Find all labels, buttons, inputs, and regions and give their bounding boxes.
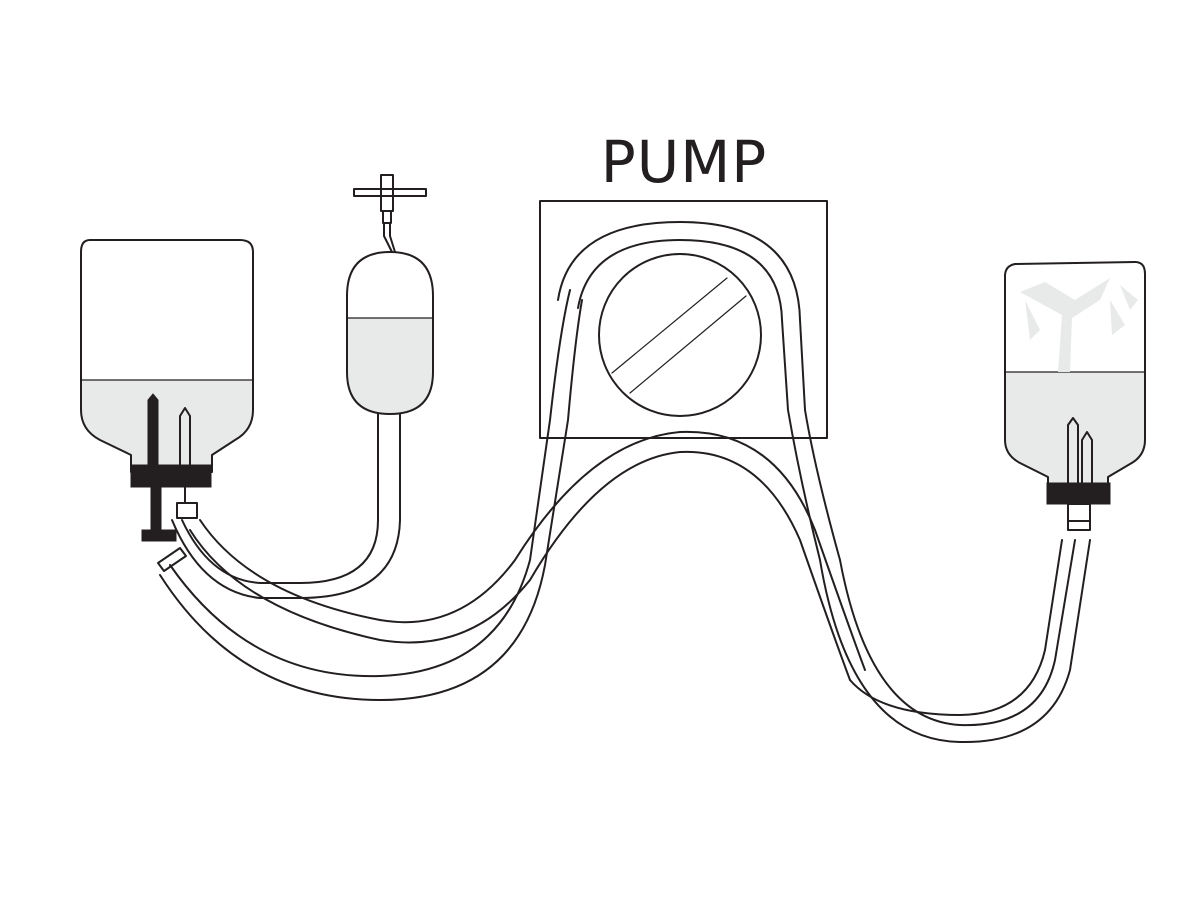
source-vent-tube bbox=[179, 407, 191, 469]
pump-housing bbox=[539, 200, 828, 439]
receiving-vent bbox=[1081, 431, 1093, 489]
source-cap bbox=[130, 464, 212, 488]
receiving-bag bbox=[1004, 261, 1146, 531]
filter-body bbox=[380, 174, 394, 212]
pump-inflow-tube-a bbox=[169, 289, 571, 678]
source-vent-connector bbox=[176, 502, 198, 519]
outlet-clamp bbox=[157, 547, 187, 572]
rotor-stripe-2 bbox=[629, 295, 747, 394]
pump-loop-outer bbox=[557, 221, 841, 561]
inflow-jet-spray bbox=[1025, 285, 1138, 340]
vent-tube-outer bbox=[181, 413, 379, 584]
receiving-spike-stem bbox=[1067, 503, 1091, 531]
return-tube-b bbox=[199, 430, 866, 671]
filter-drip-line bbox=[383, 222, 396, 253]
source-bag bbox=[80, 239, 254, 572]
receiving-cap bbox=[1046, 482, 1111, 505]
tubing bbox=[159, 221, 1091, 744]
outflow-tube-a bbox=[839, 539, 1076, 727]
source-spike bbox=[147, 393, 159, 469]
outflow-tube-c bbox=[849, 539, 1063, 716]
pump-label: PUMP bbox=[600, 128, 768, 196]
pump-loop-inner bbox=[577, 239, 821, 561]
rotor-stripe-1 bbox=[611, 277, 728, 374]
source-bag-outline bbox=[80, 239, 254, 473]
pump-rotor bbox=[598, 253, 762, 417]
receiving-spike bbox=[1067, 417, 1079, 489]
inflow-jet bbox=[1020, 278, 1110, 372]
source-spike-stem bbox=[150, 486, 162, 532]
outflow-tube-b bbox=[819, 539, 1091, 744]
return-tube-a bbox=[189, 450, 851, 681]
receiving-bag-liquid bbox=[1005, 372, 1145, 488]
pump-inflow-tube-b bbox=[159, 299, 583, 701]
filter-cap bbox=[353, 188, 427, 197]
chamber-liquid bbox=[347, 318, 433, 414]
source-bag-liquid bbox=[81, 380, 253, 472]
pump bbox=[539, 200, 828, 439]
source-spike-foot bbox=[141, 529, 177, 542]
vent-tube-inner bbox=[171, 413, 401, 599]
filter-neck bbox=[382, 210, 392, 224]
chamber-outline bbox=[346, 251, 434, 415]
drip-chamber bbox=[346, 174, 434, 415]
